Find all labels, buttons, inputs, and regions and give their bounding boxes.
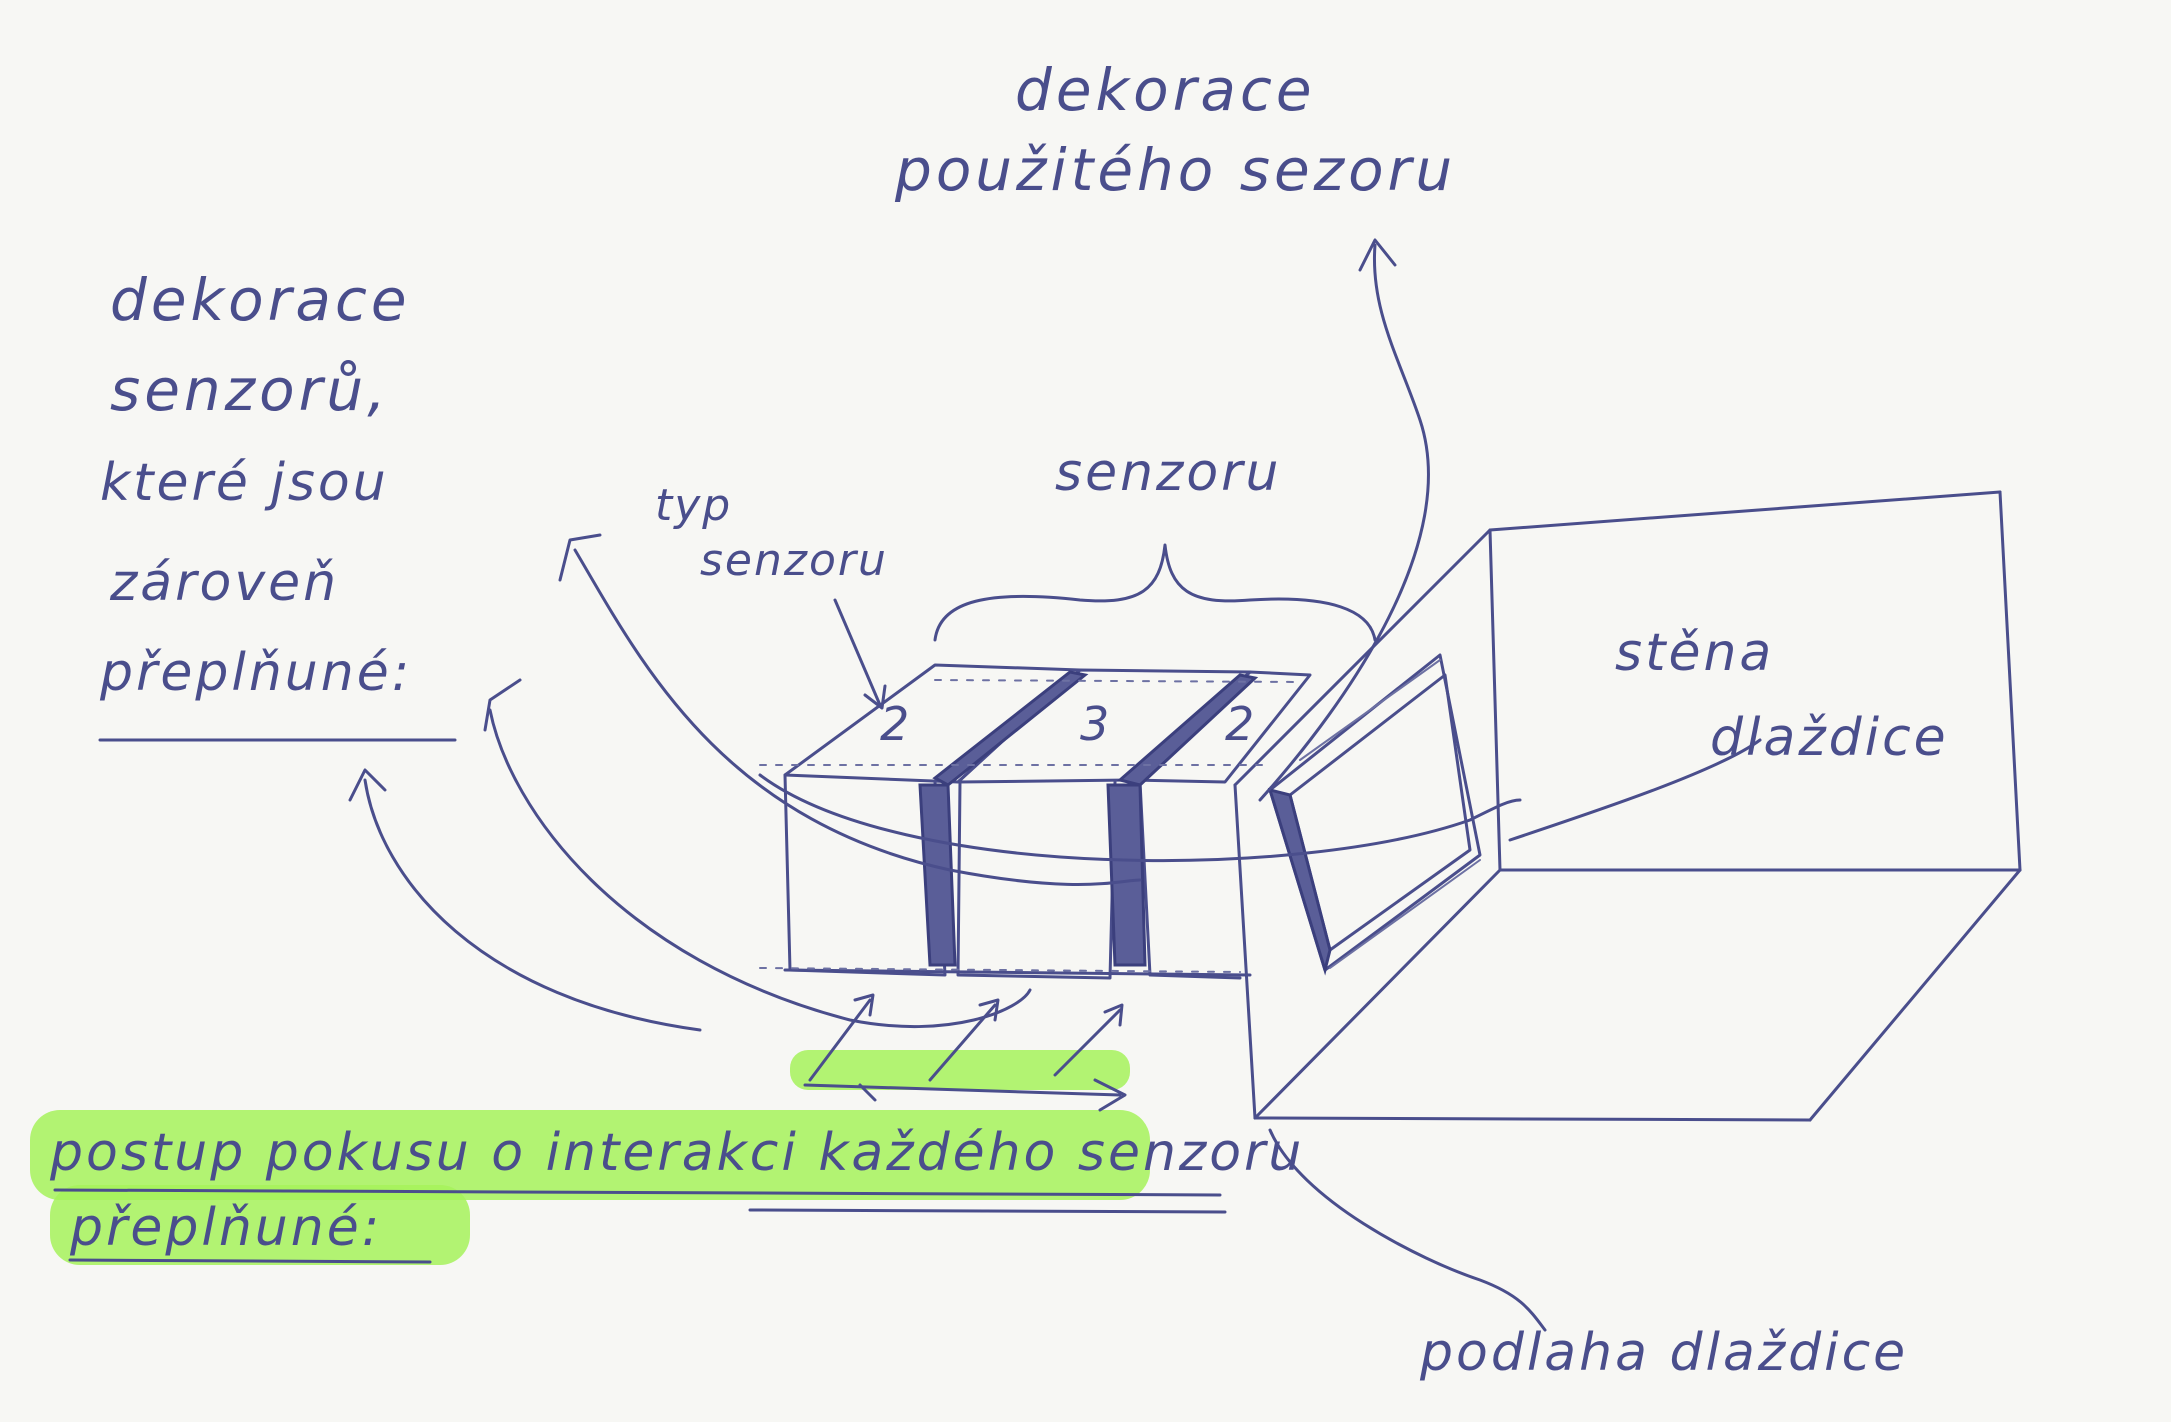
label-floor: podlaha dlaždice: [1419, 1323, 1908, 1383]
label-left-line3: které jsou: [100, 453, 389, 513]
brace-senzor: [935, 545, 1375, 640]
label-bottom-line2: přeplňuné:: [69, 1198, 382, 1258]
wall-tile: [1235, 492, 2020, 1120]
label-wall-line2: dlaždice: [1710, 708, 1949, 768]
label-bottom-line1: postup pokusu o interakci každého senzor…: [49, 1123, 1304, 1183]
label-wall-line1: stěna: [1615, 623, 1774, 683]
block-number-1: 2: [880, 697, 909, 751]
label-left-line5: přeplňuné:: [99, 643, 412, 703]
label-typ-line2: senzoru: [700, 535, 888, 586]
label-typ-line1: typ: [655, 480, 732, 531]
label-left-line4: zároveň: [109, 553, 339, 613]
block-number-3: 2: [1225, 697, 1254, 751]
label-left-line1: dekorace: [110, 266, 411, 334]
block-number-2: 3: [1080, 697, 1109, 751]
label-top-right-line1: dekorace: [1015, 56, 1316, 124]
label-top-right-line2: použitého sezoru: [894, 136, 1456, 204]
label-senzor: senzoru: [1055, 443, 1282, 503]
label-left-line2: senzorů,: [110, 356, 390, 424]
